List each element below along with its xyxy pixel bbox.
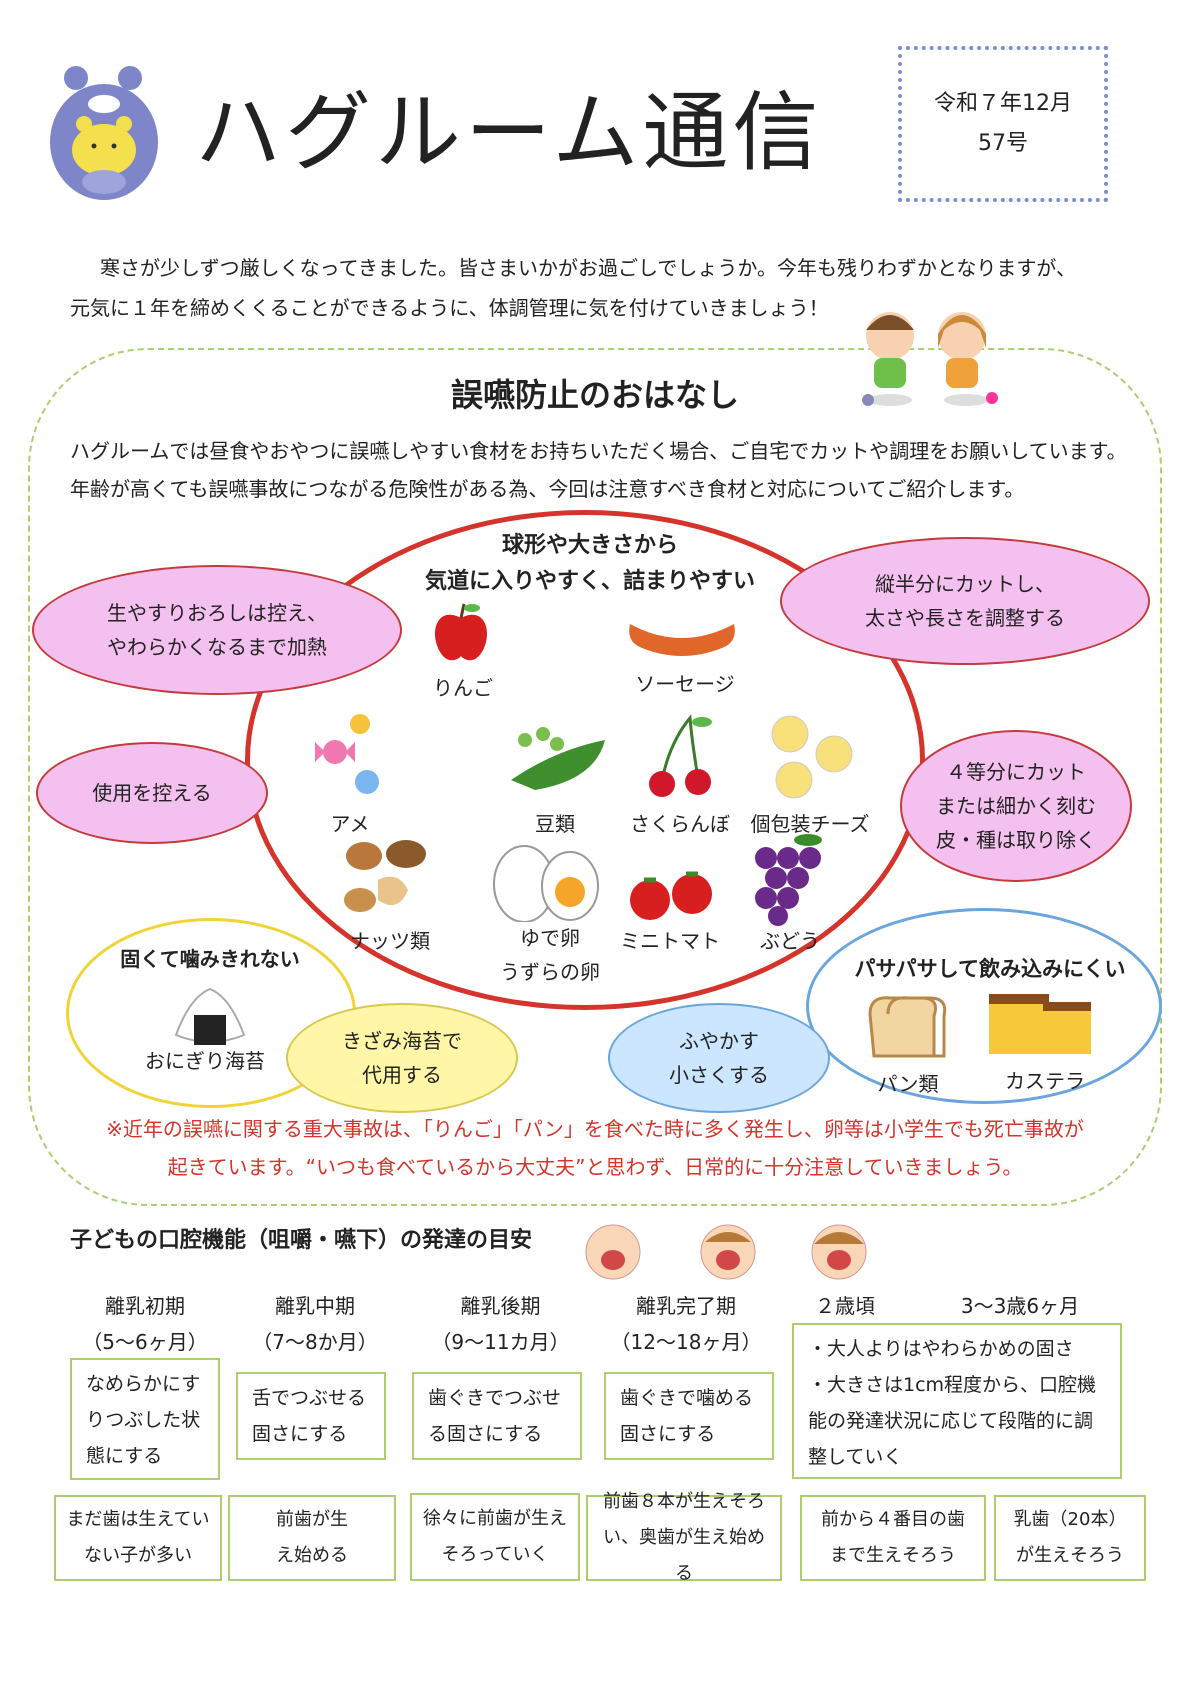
texture-box-complete: 歯ぐきで噛める固さにする: [604, 1372, 774, 1460]
development-section-title: 子どもの口腔機能（咀嚼・嚥下）の発達の目安: [70, 1228, 533, 1253]
section-description: ハグルームでは昼食やおやつに誤嚥しやすい食材をお持ちいただく場合、ご自宅でカット…: [70, 439, 1127, 501]
nuts-icon: [344, 840, 426, 912]
sausage-icon: [629, 624, 735, 656]
seaweed-advice-line-2: 代用する: [362, 1063, 442, 1087]
stage-name: 離乳完了期: [636, 1294, 736, 1318]
stage-name: 離乳中期: [275, 1294, 355, 1318]
cut-advice-bubble: ４等分にカットまたは細かく刻む皮・種は取り除く: [900, 730, 1132, 882]
food-label-grape: ぶどう: [760, 929, 820, 953]
stage-age-3: 3〜3歳6ヶ月: [940, 1288, 1100, 1324]
stage-age: （7〜8か月）: [252, 1330, 378, 1354]
choking-section-frame: [28, 348, 1162, 1206]
food-label-beans: 豆類: [535, 812, 575, 836]
teeth-box-2: 前歯が生え始める: [228, 1495, 396, 1581]
texture-box-late: 歯ぐきでつぶせる固さにする: [412, 1372, 582, 1460]
soften-advice-line-2: 小さくする: [669, 1063, 769, 1087]
soften-advice-line-1: ふやかす: [679, 1029, 759, 1053]
warning-note-line-1: ※近年の誤嚥に関する重大事故は、「りんご」「パン」を食べた時に多く発生し、卵等は…: [106, 1117, 1084, 1141]
sausage-advice-line-1: 縦半分にカットし、: [875, 572, 1055, 596]
cheese-icon: [771, 715, 853, 799]
food-label-quail-egg: うずらの卵: [500, 960, 600, 984]
children-eating-icon: [862, 312, 998, 406]
candy-advice-text: 使用を控える: [92, 781, 212, 805]
candy-icon: [315, 714, 379, 794]
stage-age-2: ２歳頃: [790, 1288, 900, 1324]
seaweed-advice-line-1: きざみ海苔で: [342, 1029, 462, 1053]
issue-date: 令和７年12月: [934, 91, 1072, 116]
food-label-egg: ゆで卵: [520, 926, 580, 950]
food-label-candy: アメ: [330, 812, 370, 836]
cut-advice-line-2: または細かく刻む: [936, 794, 1096, 818]
teeth-box-3: 徐々に前歯が生えそろっていく: [410, 1493, 580, 1581]
issue-date-box: 令和７年12月 57号: [898, 46, 1108, 202]
ring-title: 球形や大きさから 気道に入りやすく、詰まりやすい: [330, 528, 850, 600]
toddler-texture-line-2: ・大きさは1cm程度から、口腔機能の発達状況に応じて段階的に調整していく: [808, 1374, 1097, 1468]
boiled-egg-icon: [493, 845, 599, 922]
stage-early: 離乳初期 （5〜6ヶ月）: [60, 1288, 230, 1360]
apple-advice-bubble: 生やすりおろしは控え、やわらかくなるまで加熱: [32, 565, 402, 695]
dry-food-title: パサパサして飲み込みにくい: [854, 957, 1126, 981]
teeth-box-1: まだ歯は生えていない子が多い: [54, 1495, 222, 1581]
texture-box-early: なめらかにすりつぶした状態にする: [70, 1358, 220, 1480]
candy-advice-bubble: 使用を控える: [36, 742, 268, 844]
apple-icon: [434, 603, 488, 661]
teeth-box-5: 前から４番目の歯まで生えそろう: [800, 1495, 986, 1581]
cherry-icon: [649, 714, 712, 797]
bear-logo-icon: [50, 66, 158, 200]
cut-advice-line-1: ４等分にカット: [946, 760, 1086, 784]
castella-icon: [989, 994, 1091, 1054]
food-label-castella: カステラ: [1005, 1069, 1085, 1093]
apple-advice-line-1: 生やすりおろしは控え、: [107, 601, 327, 625]
stage-name: 離乳後期: [460, 1294, 541, 1318]
toddler-texture-line-1: ・大人よりはやわらかめの固さ: [808, 1338, 1074, 1360]
grape-icon: [755, 834, 822, 926]
stage-name: 離乳初期: [105, 1294, 185, 1318]
intro-text: 寒さが少しずつ厳しくなってきました。皆さまいかがお過ごしでしょうか。今年も残りわ…: [70, 248, 1140, 328]
teeth-box-6: 乳歯（20本）が生えそろう: [994, 1495, 1146, 1581]
child-mouth-icon-1: [585, 1224, 641, 1280]
stage-age: （12〜18ヶ月）: [610, 1330, 762, 1354]
food-label-nuts: ナッツ類: [350, 929, 430, 953]
stage-name: ２歳頃: [815, 1294, 875, 1318]
stage-late: 離乳後期 （9〜11カ月）: [408, 1288, 593, 1360]
stage-middle: 離乳中期 （7〜8か月）: [230, 1288, 400, 1360]
beans-icon: [511, 727, 605, 790]
food-label-cherry: さくらんぼ: [630, 812, 730, 836]
food-label-tomato: ミニトマト: [620, 929, 720, 953]
texture-box-toddler: ・大人よりはやわらかめの固さ・大きさは1cm程度から、口腔機能の発達状況に応じて…: [792, 1323, 1122, 1479]
stage-complete: 離乳完了期 （12〜18ヶ月）: [596, 1288, 776, 1360]
newsletter-title: ハグルーム通信: [195, 83, 823, 183]
soften-advice-bubble: ふやかす小さくする: [608, 1003, 830, 1113]
tomato-icon: [630, 871, 712, 920]
bread-icon: [868, 996, 947, 1058]
stage-age: （5〜6ヶ月）: [82, 1330, 208, 1354]
warning-note: ※近年の誤嚥に関する重大事故は、「りんご」「パン」を食べた時に多く発生し、卵等は…: [70, 1110, 1120, 1186]
food-label-cheese: 個包装チーズ: [750, 812, 870, 836]
warning-note-line-2: 起きています。“いつも食べているから大丈夫”と思わず、日常的に十分注意していきま…: [167, 1155, 1023, 1179]
texture-box-middle: 舌でつぶせる固さにする: [236, 1372, 386, 1460]
food-label-rice-ball: おにぎり海苔: [145, 1049, 265, 1073]
ring-title-line-1: 球形や大きさから: [501, 533, 678, 558]
section-title: 誤嚥防止のおはなし: [450, 376, 739, 414]
stage-name: 3〜3歳6ヶ月: [960, 1294, 1080, 1318]
ring-title-line-2: 気道に入りやすく、詰まりやすい: [424, 569, 755, 594]
child-mouth-icon-2: [700, 1224, 756, 1280]
sausage-advice-bubble: 縦半分にカットし、太さや長さを調整する: [780, 537, 1150, 665]
issue-number: 57号: [978, 131, 1028, 156]
rice-ball-icon: [174, 987, 246, 1045]
stage-age: （9〜11カ月）: [431, 1330, 570, 1354]
food-label-sausage: ソーセージ: [635, 672, 735, 696]
intro-line-1: 寒さが少しずつ厳しくなってきました。皆さまいかがお過ごしでしょうか。今年も残りわ…: [100, 256, 1076, 280]
hard-food-title: 固くて噛みきれない: [120, 947, 300, 971]
food-label-bread: パン類: [877, 1072, 939, 1096]
seaweed-advice-bubble: きざみ海苔で代用する: [286, 1003, 518, 1113]
food-label-apple: りんご: [433, 676, 493, 700]
teeth-box-4: 前歯８本が生えそろい、奥歯が生え始める: [586, 1491, 782, 1584]
cut-advice-line-3: 皮・種は取り除く: [936, 828, 1096, 852]
apple-advice-line-2: やわらかくなるまで加熱: [107, 635, 327, 659]
child-mouth-icon-3: [811, 1224, 867, 1280]
sausage-advice-line-2: 太さや長さを調整する: [865, 606, 1065, 630]
intro-line-2: 元気に１年を締めくくることができるように、体調管理に気を付けていきましょう！: [70, 296, 829, 320]
dry-food-circle: [806, 908, 1162, 1104]
